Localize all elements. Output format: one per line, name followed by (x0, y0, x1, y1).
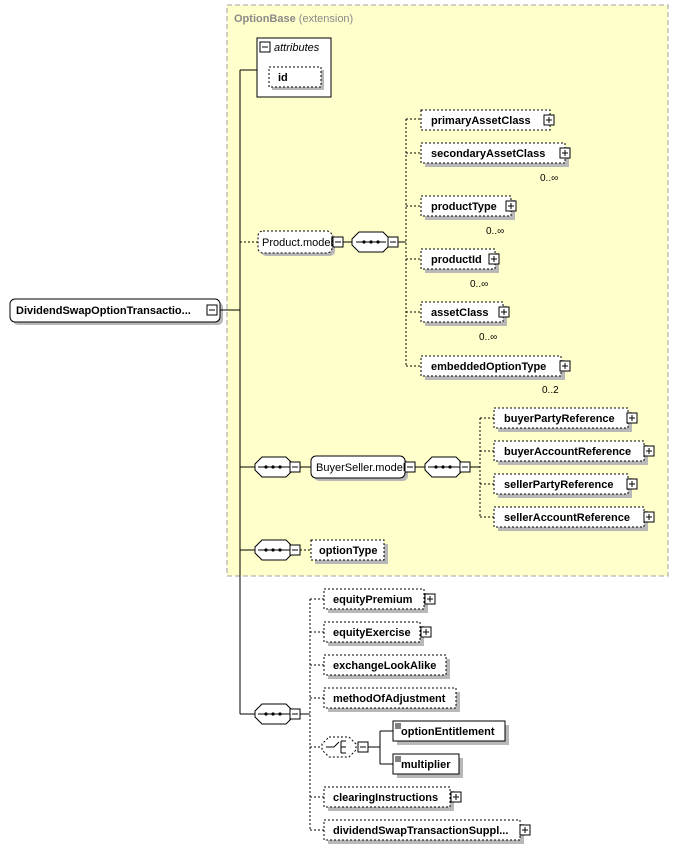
buyer-seller-model-group[interactable]: BuyerSeller.model (310, 455, 416, 481)
svg-text:buyerAccountReference: buyerAccountReference (504, 446, 631, 458)
svg-text:dividendSwapTransactionSuppl..: dividendSwapTransactionSuppl... (333, 825, 508, 837)
element-embeddedOptionType[interactable]: embeddedOptionType 0..2 (420, 355, 571, 396)
cardinality: 0..∞ (479, 332, 497, 343)
element-equityPremium[interactable]: equityPremium (323, 588, 436, 613)
svg-text:Product.model: Product.model (262, 237, 333, 249)
svg-text:DividendSwapOptionTransactio..: DividendSwapOptionTransactio... (16, 305, 191, 317)
cardinality: 0..∞ (540, 173, 558, 184)
svg-text:secondaryAssetClass: secondaryAssetClass (431, 148, 545, 160)
element-equityExercise[interactable]: equityExercise (323, 621, 432, 646)
svg-text:optionType: optionType (319, 545, 377, 557)
svg-text:embeddedOptionType: embeddedOptionType (431, 361, 546, 373)
buyer-seller-inner-sequence-icon (424, 456, 471, 478)
root-element[interactable]: DividendSwapOptionTransactio... (9, 298, 223, 325)
element-clearingInstructions[interactable]: clearingInstructions (323, 786, 462, 811)
element-sellerPartyReference[interactable]: sellerPartyReference (493, 473, 638, 498)
element-productId[interactable]: productId 0..∞ (420, 248, 500, 290)
extension-header: OptionBase (extension) (234, 13, 353, 25)
element-optionType[interactable]: optionType (310, 539, 388, 564)
buyer-seller-sequence-icon (254, 456, 301, 478)
element-sellerAccountReference[interactable]: sellerAccountReference (493, 506, 655, 531)
svg-text:productType: productType (431, 201, 497, 213)
svg-text:optionEntitlement: optionEntitlement (401, 726, 495, 738)
element-methodOfAdjustment[interactable]: methodOfAdjustment (323, 687, 460, 712)
element-optionEntitlement[interactable]: optionEntitlement (392, 720, 509, 745)
element-primaryAssetClass[interactable]: primaryAssetClass (420, 109, 555, 131)
element-productType[interactable]: productType 0..∞ (420, 195, 517, 237)
option-type-sequence-icon (254, 539, 301, 561)
attributes-group: attributes id (256, 37, 332, 98)
element-secondaryAssetClass[interactable]: secondaryAssetClass 0..∞ (420, 142, 571, 184)
element-buyerPartyReference[interactable]: buyerPartyReference (493, 407, 638, 432)
svg-text:clearingInstructions: clearingInstructions (333, 792, 438, 804)
svg-text:BuyerSeller.model: BuyerSeller.model (316, 462, 405, 474)
svg-text:equityExercise: equityExercise (333, 627, 411, 639)
cardinality: 0..2 (542, 385, 559, 396)
cardinality: 0..∞ (470, 279, 488, 290)
svg-text:multiplier: multiplier (401, 759, 451, 771)
element-dividendSwapTransactionSupplement[interactable]: dividendSwapTransactionSuppl... (323, 819, 531, 844)
main-sequence-icon (254, 703, 301, 725)
svg-text:methodOfAdjustment: methodOfAdjustment (333, 693, 446, 705)
element-buyerAccountReference[interactable]: buyerAccountReference (493, 440, 655, 465)
element-exchangeLookAlike[interactable]: exchangeLookAlike (323, 654, 450, 679)
product-sequence-icon (351, 231, 399, 253)
element-assetClass[interactable]: assetClass 0..∞ (420, 301, 510, 343)
choice-compositor-icon (321, 736, 369, 758)
svg-text:exchangeLookAlike: exchangeLookAlike (333, 660, 436, 672)
svg-text:equityPremium: equityPremium (333, 594, 413, 606)
product-model-group[interactable]: Product.model (257, 230, 344, 256)
svg-text:primaryAssetClass: primaryAssetClass (431, 115, 531, 127)
cardinality: 0..∞ (486, 226, 504, 237)
element-multiplier[interactable]: multiplier (392, 753, 463, 778)
svg-text:attributes: attributes (274, 42, 320, 54)
svg-text:buyerPartyReference: buyerPartyReference (504, 413, 615, 425)
svg-text:sellerAccountReference: sellerAccountReference (504, 512, 630, 524)
svg-text:sellerPartyReference: sellerPartyReference (504, 479, 613, 491)
svg-text:assetClass: assetClass (431, 307, 489, 319)
attribute-id: id (278, 72, 288, 84)
svg-text:productId: productId (431, 254, 482, 266)
